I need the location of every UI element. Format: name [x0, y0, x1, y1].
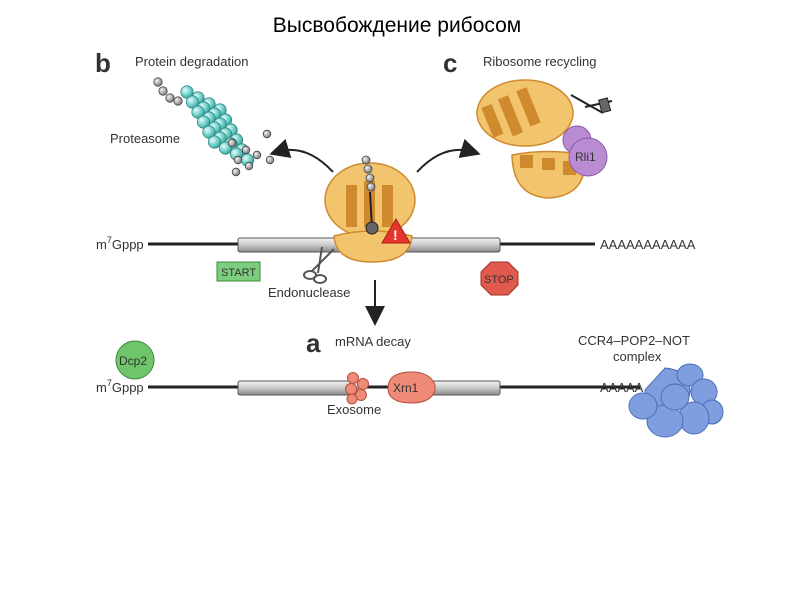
amino-acid-bead	[153, 77, 163, 87]
peptide-fragment	[262, 129, 272, 139]
amino-acid-bead	[365, 173, 375, 183]
scissors-icon	[303, 246, 335, 284]
proteasome-subunit	[185, 95, 200, 109]
peptide-fragment	[227, 138, 237, 148]
nascent-peptide	[361, 155, 376, 192]
polya-tail: AAAAAAAAAAA	[600, 237, 696, 252]
peptide-fragment	[244, 161, 254, 171]
panel-c-caption: Ribosome recycling	[483, 54, 596, 69]
proteasome-cluster	[180, 85, 255, 167]
proteasome-label: Proteasome	[110, 131, 180, 146]
rli1-protein: Rli1	[562, 125, 608, 177]
amino-acid-bead	[158, 86, 168, 96]
large-subunit-split	[476, 79, 574, 147]
panel-c: c Ribosome recycling Rli1	[443, 48, 613, 199]
proteasome-subunit	[196, 115, 211, 129]
warning-icon: !	[381, 218, 411, 244]
peptide-fragment	[241, 145, 251, 155]
exosome-label: Exosome	[327, 402, 381, 417]
start-label: START	[221, 267, 256, 279]
small-subunit-split	[511, 150, 586, 199]
peptide-fragment	[231, 167, 241, 177]
amino-acid-bead	[363, 164, 373, 174]
proteasome-subunit	[202, 125, 216, 139]
arrow-icon	[416, 138, 481, 173]
peptide-fragment	[252, 150, 262, 160]
panel-b-letter: b	[95, 48, 111, 78]
cap-label-lower: m7Gppp	[96, 378, 144, 395]
panel-a-letter: a	[306, 328, 321, 358]
panel-b: b Protein degradation Proteasome	[95, 48, 275, 177]
ccr4-pop2-not-complex	[628, 363, 724, 438]
proteasome-subunit	[191, 105, 205, 119]
endonuclease-label: Endonuclease	[268, 285, 350, 300]
amino-acid-bead	[165, 93, 175, 103]
amino-acid-bead	[173, 96, 183, 106]
peptide-fragment	[265, 155, 275, 165]
slide-title: Высвобождение рибосом	[272, 14, 522, 37]
ccr4-label-line1: CCR4–POP2–NOT	[578, 333, 690, 348]
arrow-icon	[269, 138, 334, 173]
dcp2-label: Dcp2	[119, 354, 147, 368]
proteasome-subunit	[207, 135, 222, 149]
start-box	[216, 261, 261, 282]
panel-b-caption: Protein degradation	[135, 54, 248, 69]
amino-acid-bead	[361, 155, 371, 165]
proteasome-subunit	[180, 85, 194, 99]
ccr4-label-line2: complex	[613, 349, 662, 364]
xrn1-protein	[387, 371, 436, 404]
polya-tail-short: AAAAA	[600, 380, 644, 395]
cap-label: m7Gppp	[96, 235, 144, 252]
peptide-fragments	[227, 129, 275, 177]
released-trna	[570, 94, 613, 114]
stop-sign	[480, 261, 519, 296]
amino-acid-bead	[366, 182, 376, 192]
stalled-ribosome: !	[324, 155, 416, 263]
stop-label: STOP	[484, 274, 514, 286]
peptide-fragment	[233, 155, 243, 165]
xrn1-label: Xrn1	[393, 381, 419, 395]
dcp2-protein	[115, 340, 155, 380]
panel-a: a mRNA decay m7Gppp AAAAA Dcp2 Exosome X…	[96, 328, 724, 438]
peptide-chain	[153, 77, 183, 106]
panel-c-letter: c	[443, 48, 457, 78]
exosome-complex	[345, 372, 369, 405]
warning-symbol: !	[393, 227, 398, 243]
rli1-label: Rli1	[575, 150, 596, 164]
panel-a-caption: mRNA decay	[335, 334, 411, 349]
